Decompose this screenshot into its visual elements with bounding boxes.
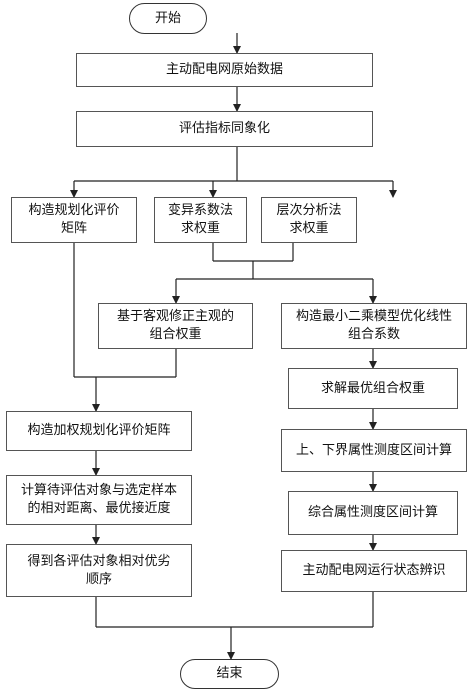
optimal-weight-node: 求解最优组合权重: [288, 368, 458, 409]
ahp-weight-node: 层次分析法 求权重: [261, 197, 357, 243]
interval-calc-node: 上、下界属性测度区间计算: [281, 429, 467, 472]
least-squares-model-node: 构造最小二乘模型优化线性 组合系数: [281, 303, 467, 349]
combined-weight-node: 基于客观修正主观的 组合权重: [98, 303, 253, 349]
variation-weight-node: 变异系数法 求权重: [154, 197, 247, 243]
normalize-node: 评估指标同象化: [76, 111, 373, 147]
end-terminal: 结束: [180, 659, 279, 689]
eval-matrix-node: 构造规划化评价 矩阵: [11, 197, 137, 243]
weighted-matrix-node: 构造加权规划化评价矩阵: [6, 411, 192, 451]
ranking-node: 得到各评估对象相对优劣 顺序: [6, 544, 192, 597]
state-identify-node: 主动配电网运行状态辨识: [281, 550, 467, 592]
raw-data-node: 主动配电网原始数据: [76, 53, 373, 87]
distance-node: 计算待评估对象与选定样本 的相对距离、最优接近度: [6, 475, 192, 525]
start-terminal: 开始: [129, 3, 207, 34]
comprehensive-interval-node: 综合属性测度区间计算: [288, 491, 458, 535]
